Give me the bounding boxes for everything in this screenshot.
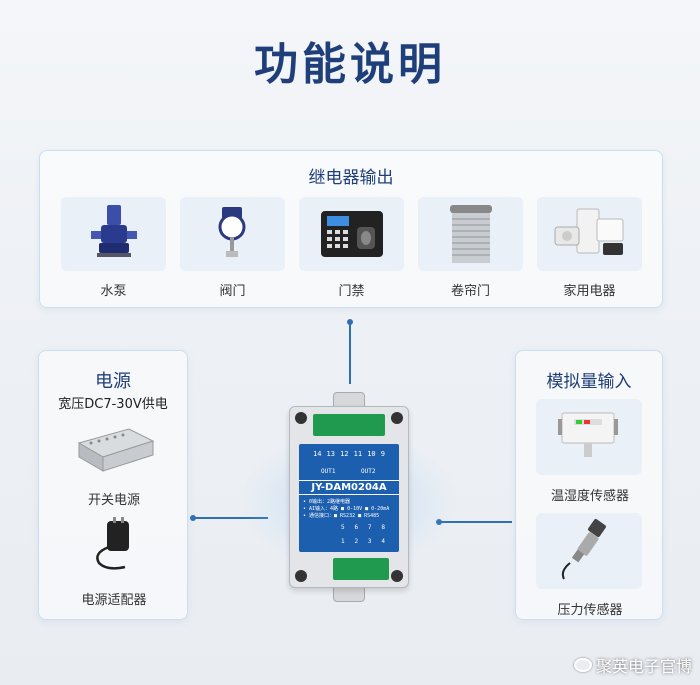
relay-item-label: 阀门	[219, 284, 246, 299]
terminal-number: 10	[367, 450, 376, 458]
relay-item-label: 门禁	[338, 284, 365, 299]
watermark: 聚英电子官博	[573, 653, 692, 677]
relay-item-valve	[180, 197, 285, 271]
device-bottom-terminal-block	[333, 558, 389, 580]
power-item-label: 开关电源	[87, 493, 140, 508]
device-screw-bl	[295, 570, 307, 582]
terminal-number: 9	[380, 450, 385, 458]
analog-input-title: 模拟量输入	[546, 372, 632, 392]
relay-connector-line	[349, 322, 351, 384]
valve-icon	[218, 207, 246, 257]
relay-item-water-pump	[61, 197, 166, 271]
relay-output-panel: 继电器输出 水泵 阀门	[39, 150, 663, 308]
power-item-label: 电源适配器	[81, 593, 147, 608]
io-module-device: 14 13 12 11 10 9 OUT1 OUT2 JY-DAM0204A •…	[239, 392, 459, 602]
terminal-number: 4	[381, 538, 385, 545]
device-spec-line: • AI输入：4路 ■ 0-10V ■ 0-20mA	[303, 506, 390, 512]
pressure-sensor-icon	[561, 519, 606, 580]
terminal-number: 5	[341, 524, 345, 531]
power-connector-line	[194, 517, 268, 519]
device-bottom-terminal-top-row: 5 6 7 8	[341, 524, 385, 531]
access-control-icon	[321, 211, 383, 257]
device-model-label: JY-DAM0204A	[299, 480, 399, 495]
power-adapter-icon	[96, 517, 129, 570]
terminal-number: 11	[353, 450, 363, 458]
terminal-number: 2	[354, 538, 359, 545]
relay-item-home-appliance	[537, 197, 642, 271]
power-panel: 电源 宽压DC7-30V供电 开关电源 电源适配器	[38, 350, 188, 620]
power-subtitle: 宽压DC7-30V供电	[58, 397, 168, 412]
device-screw-tr	[391, 412, 403, 424]
device-out1-label: OUT1	[321, 468, 336, 475]
relay-item-label: 卷帘门	[450, 284, 490, 299]
switching-power-supply-icon	[77, 428, 155, 472]
power-connector-dot	[190, 515, 196, 521]
device-spec-line: • 通信接口：■ RS232 ■ RS485	[303, 513, 380, 519]
terminal-number: 14	[313, 450, 322, 458]
analog-item-label: 温湿度传感器	[550, 489, 629, 504]
terminal-number: 8	[381, 524, 385, 531]
device-out2-label: OUT2	[361, 468, 376, 475]
water-pump-icon	[91, 205, 137, 257]
terminal-number: 1	[341, 538, 345, 545]
relay-item-access-control	[299, 197, 404, 271]
analog-item-pressure	[536, 513, 642, 589]
watermark-text: 聚英电子官博	[595, 657, 692, 676]
terminal-number: 12	[340, 450, 349, 458]
relay-output-title: 继电器输出	[308, 168, 394, 188]
terminal-number: 13	[326, 450, 335, 458]
relay-item-label: 水泵	[100, 284, 127, 299]
device-top-terminal-block	[313, 414, 385, 436]
device-bottom-terminal-numbers: 1 2 3 4	[341, 538, 385, 545]
terminal-number: 6	[354, 524, 359, 531]
terminal-number: 7	[367, 524, 372, 531]
relay-item-rolling-door	[418, 197, 523, 271]
device-spec-line: • 0输出：2路继电器	[303, 499, 351, 505]
device-top-terminal-numbers: 14 13 12 11 10 9	[313, 450, 385, 462]
analog-connector-line	[440, 521, 512, 523]
terminal-number: 3	[367, 538, 372, 545]
analog-item-temp-humidity	[536, 399, 642, 475]
rolling-door-icon	[450, 205, 492, 263]
analog-input-panel: 模拟量输入 温湿度传感器 压力传感器	[515, 350, 663, 620]
relay-item-label: 家用电器	[563, 284, 616, 299]
temp-humidity-sensor-icon	[558, 412, 618, 457]
analog-item-label: 压力传感器	[557, 603, 623, 618]
page-title: 功能说明	[254, 39, 446, 90]
device-bottom-mount	[333, 586, 365, 602]
weibo-icon	[573, 658, 592, 672]
power-title: 电源	[95, 371, 131, 392]
device-label-panel	[299, 444, 399, 552]
device-screw-br	[391, 570, 403, 582]
home-appliance-icon	[554, 208, 624, 255]
device-screw-tl	[295, 412, 307, 424]
